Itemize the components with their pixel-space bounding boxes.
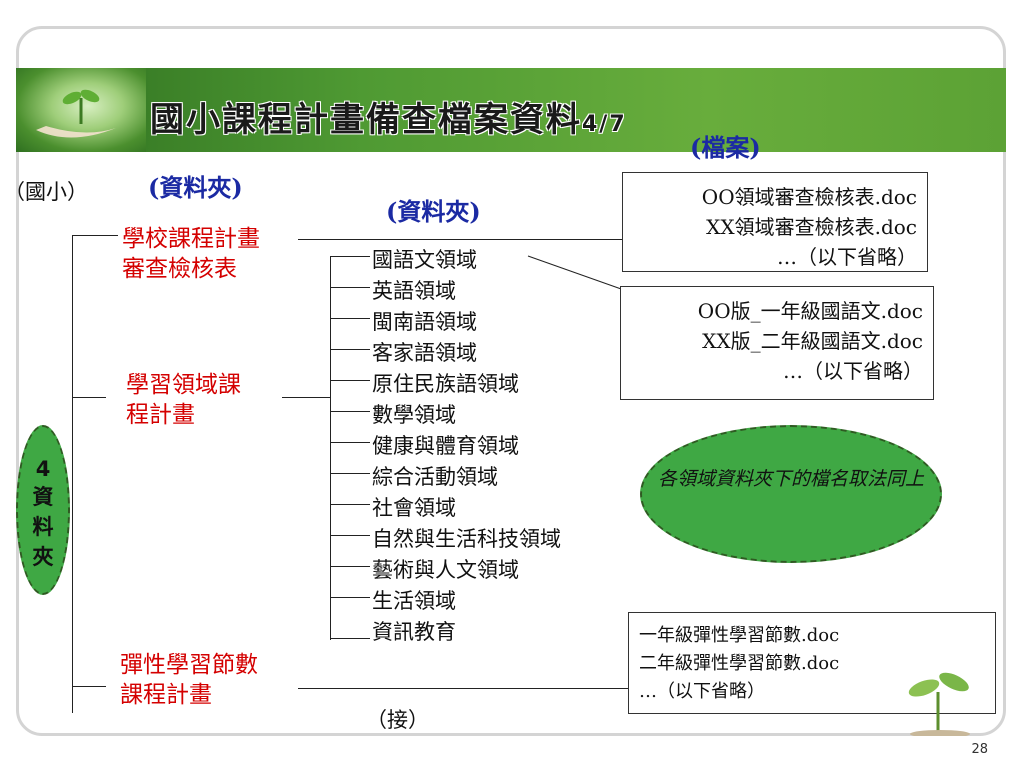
folder-domain-plan-line1: 學習領域課 [126,372,241,398]
folder-domain-plan-line2: 程計畫 [126,402,195,428]
domain-tick-6 [330,411,370,412]
domain-item-social[interactable]: 社會領域 [372,496,456,520]
domain-tick-8 [330,473,370,474]
domain-item-english[interactable]: 英語領域 [372,279,456,303]
domain-tick-11 [330,566,370,567]
folder-flex-plan[interactable]: 彈性學習節數 課程計畫 [120,650,258,710]
domain-item-indigenous[interactable]: 原住民族語領域 [372,372,519,396]
domain-item-arts[interactable]: 藝術與人文領域 [372,558,519,582]
domain-tick-9 [330,504,370,505]
folder-school-plan-line1: 學校課程計畫 [122,226,260,252]
domain-item-chinese[interactable]: 國語文領域 [372,248,477,272]
note-oval [640,425,942,563]
file-review-2[interactable]: XX領域審查檢核表.doc [706,215,917,239]
folder-label-mid: (資料夾) [386,197,481,226]
connector-chinese-files [527,255,625,291]
connector-flex-files [298,688,628,689]
domain-tick-12 [330,597,370,598]
domain-item-minnan[interactable]: 閩南語領域 [372,310,477,334]
domain-item-integrative[interactable]: 綜合活動領域 [372,465,498,489]
file-chinese-more: …（以下省略） [783,359,923,383]
branch-line-2 [72,397,106,398]
slide-title-text: 國小課程計畫備查檔案資料 [150,100,582,140]
file-review-more: …（以下省略） [777,245,917,269]
domain-item-life[interactable]: 生活領域 [372,589,456,613]
file-chinese-2[interactable]: XX版_二年級國語文.doc [702,329,923,353]
folder-flex-plan-line2: 課程計畫 [120,682,212,708]
connector-review-files [298,239,622,240]
badge-char-2: 料 [32,514,54,539]
seedling-hands-image [16,68,146,152]
domain-tick-4 [330,349,370,350]
badge-number: 4 [35,457,51,481]
file-flex-1[interactable]: 一年級彈性學習節數.doc [639,625,840,646]
files-box-review: OO領域審查檢核表.doc XX領域審查檢核表.doc …（以下省略） [622,172,928,272]
domain-item-it[interactable]: 資訊教育 [372,620,456,644]
folder-school-plan-line2: 審查檢核表 [122,256,237,282]
title-banner [16,68,1006,152]
folder-count-badge: 4 資 料 夾 [16,425,70,595]
folder-domain-plan[interactable]: 學習領域課 程計畫 [126,370,241,430]
naming-note: 各領域資料夾下的檔名取法同上 [657,468,924,490]
school-level-label: （國小） [4,180,88,204]
folder-school-plan[interactable]: 學校課程計畫 審查檢核表 [122,224,260,284]
sprout-icon [908,672,970,736]
domain-tick-2 [330,287,370,288]
files-box-flex: 一年級彈性學習節數.doc 二年級彈性學習節數.doc …（以下省略） [628,612,996,714]
folder-label-left: (資料夾) [148,173,243,202]
branch-line-3 [72,686,106,687]
domain-item-math[interactable]: 數學領域 [372,403,456,427]
domain-item-health-pe[interactable]: 健康與體育領域 [372,434,519,458]
file-flex-2[interactable]: 二年級彈性學習節數.doc [639,653,840,674]
files-box-chinese: OO版_一年級國語文.doc XX版_二年級國語文.doc …（以下省略） [620,286,934,400]
domain-tick-1 [330,256,370,257]
folder-flex-plan-line1: 彈性學習節數 [120,652,258,678]
domain-tick-13 [330,638,370,639]
domain-list-bracket [330,256,331,640]
domain-tick-3 [330,318,370,319]
branch-line-1 [72,235,118,236]
file-review-1[interactable]: OO領域審查檢核表.doc [701,185,917,209]
slide-title: 國小課程計畫備查檔案資料4/7 [150,92,710,140]
connector-domain-list [282,397,330,398]
continued-label: （接） [366,708,429,732]
badge-char-1: 資 [32,484,54,509]
file-flex-more: …（以下省略） [639,681,765,702]
page-number: 28 [971,742,988,757]
files-label: (檔案) [690,133,761,162]
domain-tick-10 [330,535,370,536]
file-chinese-1[interactable]: OO版_一年級國語文.doc [697,299,923,323]
domain-tick-7 [330,442,370,443]
tree-trunk-line [72,235,73,713]
slide-title-page: 4/7 [582,112,627,137]
badge-char-3: 夾 [32,544,54,569]
domain-item-science-tech[interactable]: 自然與生活科技領域 [372,527,561,551]
domain-tick-5 [330,380,370,381]
domain-item-hakka[interactable]: 客家語領域 [372,341,477,365]
